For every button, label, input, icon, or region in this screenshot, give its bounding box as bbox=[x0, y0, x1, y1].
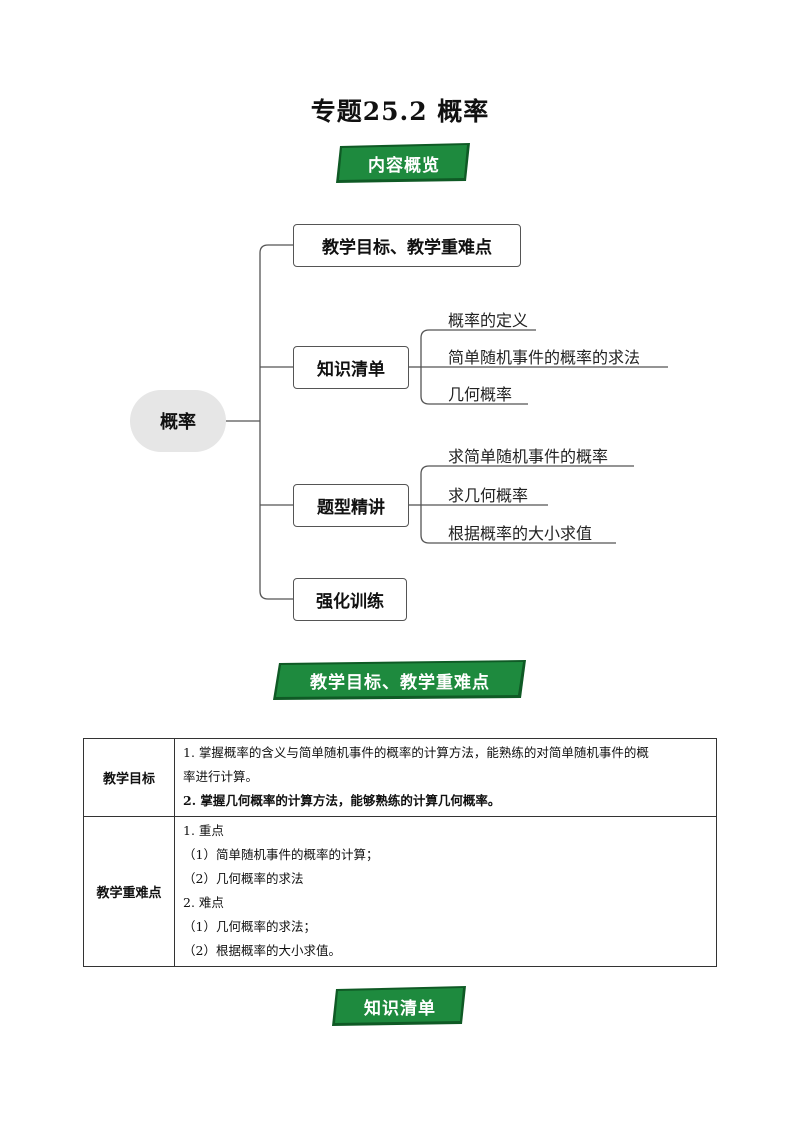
mindmap-leaf: 简单随机事件的概率的求法 bbox=[448, 348, 641, 367]
content-line: （2）几何概率的求法 bbox=[183, 871, 304, 886]
content-line: 2. 难点 bbox=[183, 895, 224, 910]
banner-goals-label: 教学目标、教学重难点 bbox=[310, 672, 490, 693]
banner-overview: 内容概览 bbox=[334, 143, 474, 183]
banner-overview-shape bbox=[336, 143, 470, 183]
mindmap-branch-goals: 教学目标、教学重难点 bbox=[293, 224, 521, 267]
banner-knowledge-shape bbox=[332, 986, 466, 1026]
banner-goals: 教学目标、教学重难点 bbox=[271, 660, 529, 700]
table-row: 教学目标 1. 掌握概率的含义与简单随机事件的概率的计算方法，能熟练的对简单随机… bbox=[83, 738, 717, 817]
content-line: 1. 重点 bbox=[183, 823, 224, 838]
mindmap-leaf: 求几何概率 bbox=[448, 486, 529, 505]
row-header: 教学目标 bbox=[83, 738, 175, 817]
mindmap-connectors bbox=[226, 244, 668, 600]
objectives-table: 教学目标 1. 掌握概率的含义与简单随机事件的概率的计算方法，能熟练的对简单随机… bbox=[83, 738, 717, 967]
content-line: 2. 掌握几何概率的计算方法，能够熟练的计算几何概率。 bbox=[183, 793, 501, 808]
content-line: （1）几何概率的求法； bbox=[183, 919, 316, 934]
content-line: （1）简单随机事件的概率的计算； bbox=[183, 847, 379, 862]
banner-knowledge: 知识清单 bbox=[330, 986, 470, 1026]
banner-goals-shape bbox=[273, 660, 526, 700]
mindmap-branch-training: 强化训练 bbox=[293, 578, 407, 621]
mindmap-branch-question-types: 题型精讲 bbox=[293, 484, 409, 527]
mindmap-root: 概率 bbox=[130, 390, 226, 452]
banner-knowledge-label: 知识清单 bbox=[364, 998, 436, 1019]
row-header: 教学重难点 bbox=[83, 816, 175, 967]
row-content: 1. 重点 （1）简单随机事件的概率的计算； （2）几何概率的求法 2. 难点 … bbox=[174, 816, 717, 967]
mindmap-leaf: 概率的定义 bbox=[448, 311, 529, 330]
row-content: 1. 掌握概率的含义与简单随机事件的概率的计算方法，能熟练的对简单随机事件的概 … bbox=[174, 738, 717, 817]
content-line: 1. 掌握概率的含义与简单随机事件的概率的计算方法，能熟练的对简单随机事件的概 bbox=[183, 745, 649, 760]
banner-overview-label: 内容概览 bbox=[368, 155, 440, 176]
mindmap-leaf: 几何概率 bbox=[448, 385, 513, 404]
table-row: 教学重难点 1. 重点 （1）简单随机事件的概率的计算； （2）几何概率的求法 … bbox=[83, 816, 717, 967]
mindmap-leaf: 根据概率的大小求值 bbox=[448, 524, 593, 543]
mindmap-leaf: 求简单随机事件的概率 bbox=[448, 447, 609, 466]
content-line: （2）根据概率的大小求值。 bbox=[183, 943, 341, 958]
content-line: 率进行计算。 bbox=[183, 769, 259, 784]
page-title: 专题25.2 概率 bbox=[310, 97, 490, 126]
mindmap: 概率 教学目标、教学重难点 知识清单 题型精讲 强化训练 概率的定义 简单随机事… bbox=[0, 210, 800, 630]
mindmap-branch-knowledge: 知识清单 bbox=[293, 346, 409, 389]
